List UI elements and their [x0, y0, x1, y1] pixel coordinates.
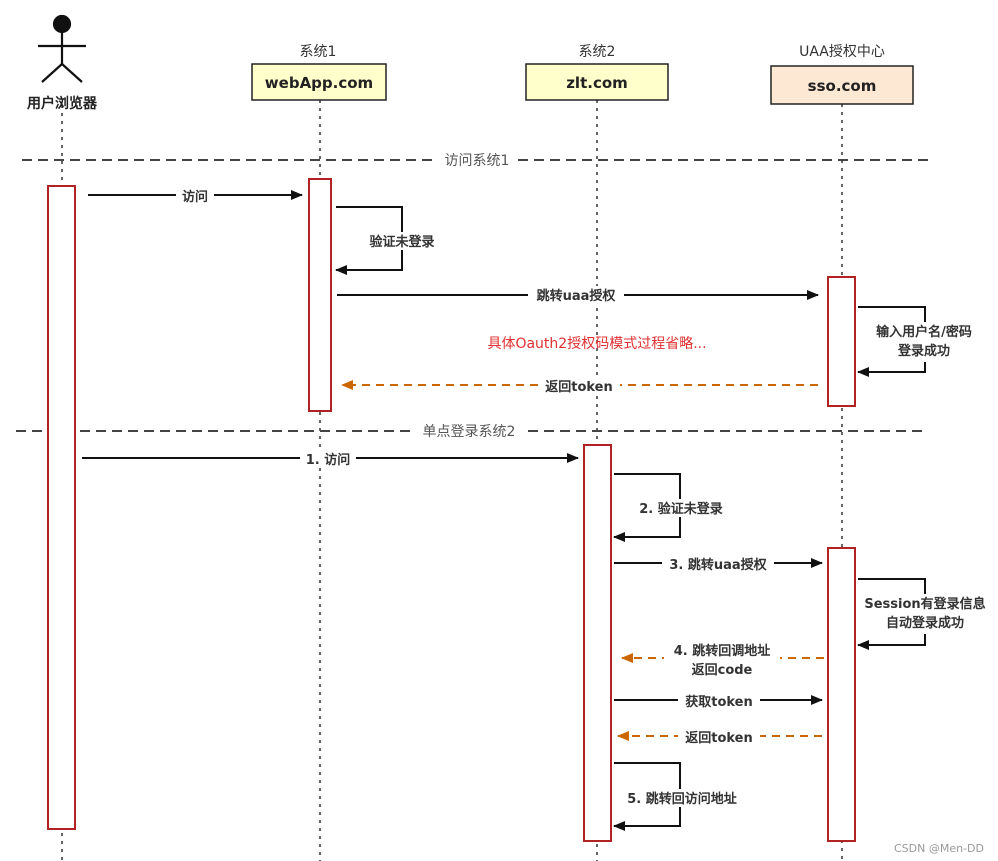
participant-name-webapp: webApp.com	[265, 74, 373, 92]
participant-box-webapp	[251, 63, 387, 101]
user-actor-icon	[38, 14, 86, 83]
label-self-auto-login-1: Session有登录信息	[864, 596, 985, 612]
note-oauth2-omitted: 具体Oauth2授权码模式过程省略...	[487, 336, 706, 352]
label-redirect-uaa-2: 3. 跳转uaa授权	[669, 557, 767, 573]
section-label-2: 单点登录系统2	[423, 424, 516, 440]
label-self-redirect-back: 5. 跳转回访问地址	[627, 791, 737, 807]
activation-zlt	[583, 444, 612, 842]
participant-caption-sso: UAA授权中心	[799, 44, 885, 60]
watermark: CSDN @Men-DD	[894, 842, 984, 855]
participant-name-zlt: zlt.com	[566, 74, 628, 92]
participant-name-sso: sso.com	[808, 77, 877, 95]
label-callback-1: 4. 跳转回调地址	[674, 643, 771, 659]
label-redirect-uaa: 跳转uaa授权	[537, 288, 617, 304]
activation-webapp	[308, 178, 332, 412]
label-self-login-2: 登录成功	[897, 343, 950, 359]
section-label-1: 访问系统1	[445, 153, 510, 169]
participant-box-sso	[770, 65, 914, 105]
participant-box-zlt	[525, 63, 669, 101]
label-self-auto-login-2: 自动登录成功	[886, 615, 964, 631]
actor-label: 用户浏览器	[27, 95, 98, 112]
label-self-check-1: 验证未登录	[369, 234, 434, 250]
label-self-login-1: 输入用户名/密码	[876, 324, 972, 340]
activation-sso-2	[827, 547, 856, 842]
activation-browser	[47, 185, 76, 830]
label-get-token: 获取token	[685, 694, 753, 710]
label-return-token-1: 返回token	[545, 380, 613, 395]
participant-caption-webapp: 系统1	[300, 44, 337, 60]
participant-caption-zlt: 系统2	[579, 44, 616, 60]
label-visit: 访问	[182, 189, 208, 205]
activation-sso-1	[827, 276, 856, 407]
label-self-check-2: 2. 验证未登录	[639, 501, 723, 517]
label-visit-2: 1. 访问	[306, 452, 351, 468]
label-callback-2: 返回code	[692, 663, 753, 678]
label-return-token-2: 返回token	[685, 731, 753, 746]
